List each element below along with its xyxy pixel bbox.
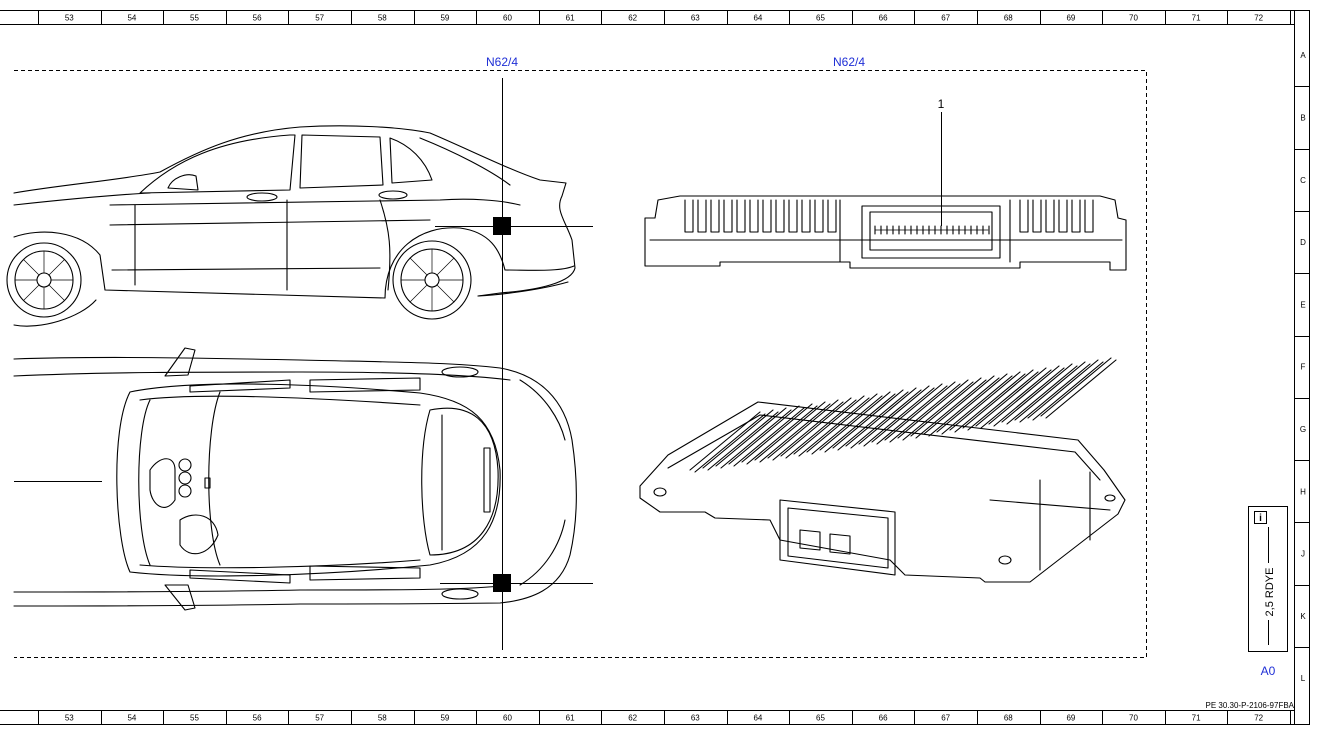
- column-label: 69: [1066, 714, 1075, 723]
- column-label: 61: [566, 714, 575, 723]
- row-label: H: [1300, 487, 1306, 496]
- column-label: 58: [378, 714, 387, 723]
- row-label: G: [1300, 425, 1306, 434]
- location-marker-side: [493, 217, 511, 235]
- row-label: A: [1300, 51, 1306, 60]
- document-reference: PE 30.30-P-2106-97FBA: [1206, 701, 1295, 710]
- car-side-view: [6, 125, 576, 327]
- column-label: 69: [1066, 14, 1075, 23]
- location-label-left: N62/4: [486, 55, 518, 69]
- column-label: 55: [190, 714, 199, 723]
- column-label: 54: [127, 714, 136, 723]
- row-label: K: [1300, 612, 1306, 621]
- column-label: 70: [1129, 14, 1138, 23]
- column-ruler-top: 53 54 55 56 57 58 59 60 61 62 63 64 65 66 67 68 69 70 71 72: [38, 10, 1291, 24]
- sheet-index-a0: A0: [1261, 664, 1276, 678]
- column-label: 54: [127, 14, 136, 23]
- column-label: 72: [1254, 14, 1263, 23]
- column-label: 60: [503, 14, 512, 23]
- column-label: 68: [1004, 714, 1013, 723]
- column-label: 68: [1004, 14, 1013, 23]
- column-label: 63: [691, 14, 700, 23]
- column-label: 67: [941, 714, 950, 723]
- column-label: 65: [816, 714, 825, 723]
- wire-color-label: 2,5 RDYE: [1264, 568, 1276, 617]
- row-label: B: [1300, 113, 1305, 122]
- column-label: 59: [440, 714, 449, 723]
- column-label: 55: [190, 14, 199, 23]
- column-label: 59: [440, 14, 449, 23]
- column-label: 71: [1192, 714, 1201, 723]
- column-label: 53: [65, 714, 74, 723]
- column-label: 67: [941, 14, 950, 23]
- column-label: 64: [753, 714, 762, 723]
- column-label: 63: [691, 714, 700, 723]
- row-label: F: [1301, 363, 1306, 372]
- column-label: 66: [879, 14, 888, 23]
- location-label-right: N62/4: [833, 55, 865, 69]
- component-boundary-dashed: [14, 70, 1147, 658]
- column-label: 72: [1254, 714, 1263, 723]
- control-unit-side-view: [644, 195, 1127, 271]
- sheet-frame: [0, 10, 1310, 725]
- car-top-view: [13, 347, 577, 611]
- row-label: L: [1301, 674, 1306, 683]
- column-label: 71: [1192, 14, 1201, 23]
- location-marker-top: [493, 574, 511, 592]
- column-label: 65: [816, 14, 825, 23]
- column-label: 56: [253, 714, 262, 723]
- callout-label-1: 1: [938, 97, 945, 111]
- row-label: E: [1300, 300, 1305, 309]
- column-label: 53: [65, 14, 74, 23]
- column-label: 62: [628, 14, 637, 23]
- column-label: 62: [628, 714, 637, 723]
- column-label: 57: [315, 714, 324, 723]
- column-label: 57: [315, 14, 324, 23]
- row-label: D: [1300, 238, 1306, 247]
- wire-info-box: i 2,5 RDYE: [1248, 506, 1288, 652]
- column-label: 66: [879, 714, 888, 723]
- column-label: 56: [253, 14, 262, 23]
- row-label: J: [1301, 550, 1305, 559]
- control-unit-isometric-view: [639, 357, 1126, 583]
- column-label: 58: [378, 14, 387, 23]
- row-ruler-right: A B C D E F G H J K L: [1294, 51, 1310, 683]
- column-label: 64: [753, 14, 762, 23]
- column-label: 70: [1129, 714, 1138, 723]
- column-label: 60: [503, 714, 512, 723]
- info-icon: i: [1259, 513, 1262, 524]
- column-label: 61: [566, 14, 575, 23]
- column-ruler-bottom: 53 54 55 56 57 58 59 60 61 62 63 64 65 66 67 68 69 70 71 72: [38, 710, 1291, 724]
- row-label: C: [1300, 176, 1306, 185]
